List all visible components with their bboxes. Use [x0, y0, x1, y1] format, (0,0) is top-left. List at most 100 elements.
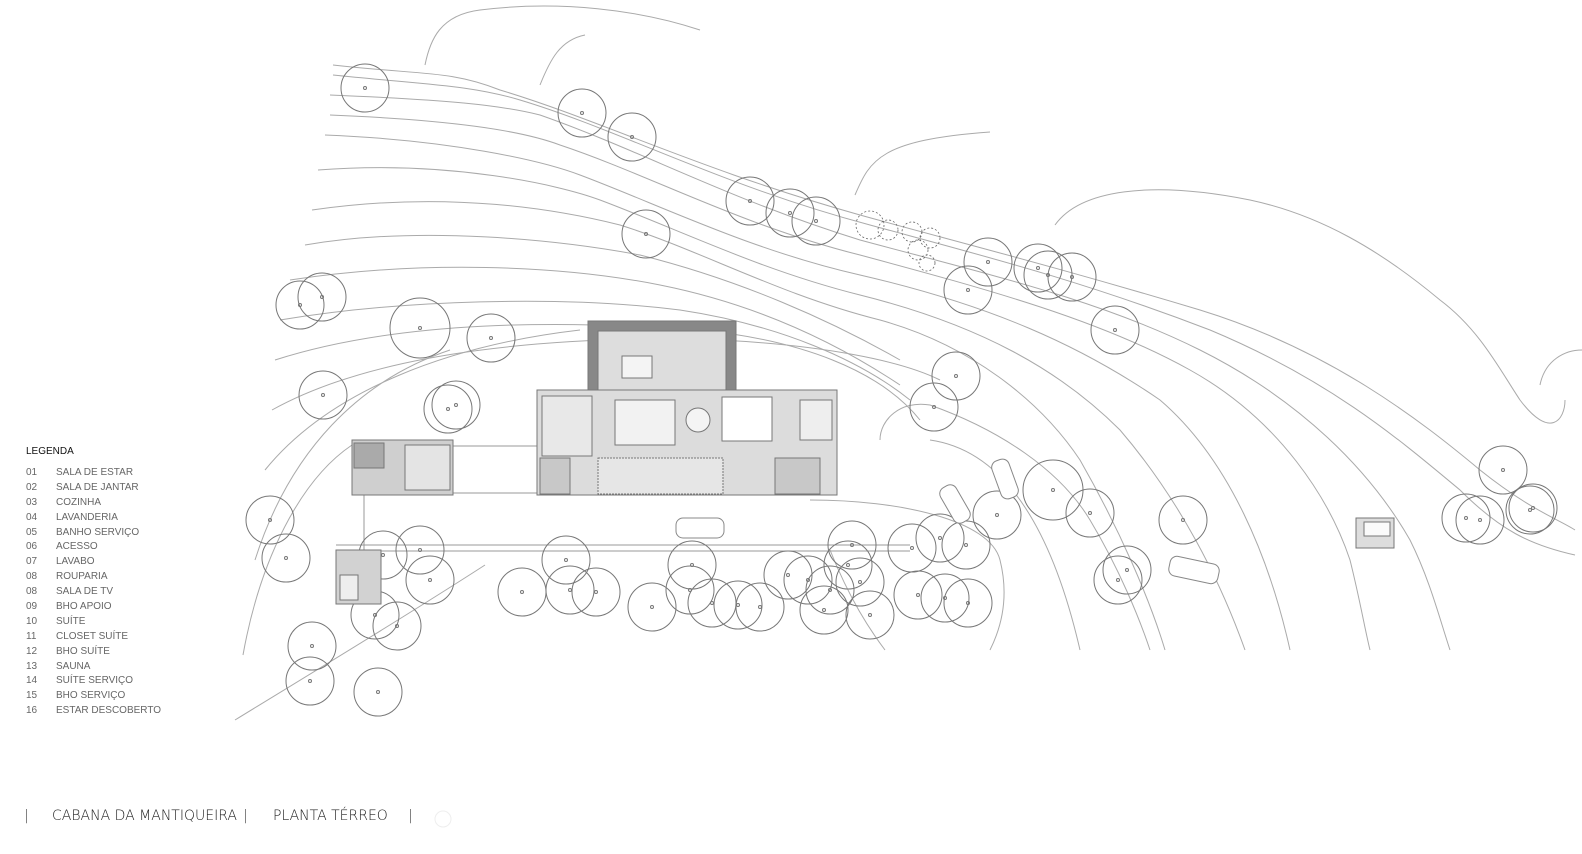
tree-trunk — [758, 605, 762, 609]
legend-item: 08 ROUPARIA — [26, 571, 161, 586]
shrubs — [855, 210, 941, 272]
tree-canopy — [735, 582, 785, 632]
tree-canopy — [963, 237, 1013, 287]
tree-trunk — [376, 690, 380, 694]
legend-number: 07 — [26, 556, 38, 568]
tree-trunk — [564, 558, 568, 562]
tree-trunk — [395, 624, 399, 628]
tree-trunk — [630, 135, 634, 139]
tree-trunk — [910, 546, 914, 550]
legend-title: LEGENDA — [26, 446, 74, 457]
car — [991, 458, 1019, 500]
tree-canopy — [431, 380, 481, 430]
legend-label: SAUNA — [56, 660, 91, 672]
tree-group — [245, 63, 1558, 717]
tree-trunk — [986, 260, 990, 264]
tree-canopy — [607, 112, 657, 162]
tree-trunk — [489, 336, 493, 340]
tree-canopy — [845, 590, 895, 640]
tree-canopy — [275, 280, 325, 330]
tree-trunk — [828, 588, 832, 592]
tree-canopy — [1478, 445, 1528, 495]
tree-canopy — [972, 490, 1022, 540]
tree-trunk — [1478, 518, 1482, 522]
legend-number: 11 — [26, 630, 37, 642]
legend-label: SALA DE JANTAR — [56, 481, 139, 493]
tree-canopy — [893, 570, 943, 620]
tree-trunk — [1181, 518, 1185, 522]
tree-trunk — [846, 563, 850, 567]
tree-trunk — [710, 601, 714, 605]
legend-number: 13 — [26, 660, 38, 672]
tree-trunk — [1036, 266, 1040, 270]
tree-canopy — [340, 63, 390, 113]
tree-trunk — [786, 573, 790, 577]
legend-label: BANHO SERVIÇO — [56, 526, 140, 538]
tree-trunk — [446, 407, 450, 411]
tree-trunk — [363, 86, 367, 90]
separator: | — [408, 808, 413, 824]
tree-trunk — [814, 219, 818, 223]
tree-canopy — [941, 520, 991, 570]
tree-canopy — [557, 88, 607, 138]
tree-trunk — [1464, 516, 1468, 520]
tree-trunk — [428, 578, 432, 582]
tree-canopy — [1022, 459, 1084, 521]
tree-trunk — [822, 608, 826, 612]
shed-building — [1355, 517, 1395, 549]
legend-label: ESTAR DESCOBERTO — [56, 705, 162, 717]
legend-number: 03 — [26, 496, 38, 508]
tree-canopy — [835, 557, 885, 607]
legend-item: 07 LAVABO — [26, 556, 161, 571]
tree-canopy — [261, 533, 311, 583]
tree-canopy — [389, 297, 451, 359]
tree-canopy — [823, 540, 873, 590]
tree-trunk — [310, 644, 314, 648]
legend-number: 08 — [26, 571, 38, 583]
tree-canopy — [799, 585, 849, 635]
legend-label: BHO SERVIÇO — [56, 690, 126, 702]
legend-label: ROUPARIA — [56, 571, 108, 583]
tree-trunk — [916, 593, 920, 597]
legend-label: LAVABO — [56, 556, 95, 568]
tree-canopy — [1013, 243, 1063, 293]
tree-canopy — [943, 578, 993, 628]
small-building — [335, 549, 382, 605]
car — [939, 484, 971, 524]
legend-number: 08 — [26, 586, 38, 598]
tree-canopy — [909, 382, 959, 432]
tree-canopy — [405, 555, 455, 605]
tree-canopy — [245, 495, 295, 545]
legend-item: 05 BANHO SERVIÇO — [26, 527, 161, 542]
tree-canopy — [353, 667, 403, 717]
tree-canopy — [665, 565, 715, 615]
tree-canopy — [1090, 305, 1140, 355]
north-arrow-icon — [434, 810, 452, 828]
legend-number: 05 — [26, 526, 38, 538]
tree-trunk — [1113, 328, 1117, 332]
legend-number: 06 — [26, 541, 38, 553]
legend-number: 15 — [26, 690, 38, 702]
tree-canopy — [943, 265, 993, 315]
legend-number: 16 — [26, 705, 38, 717]
drawing-title: PLANTA TÉRREO — [273, 808, 388, 824]
tree-trunk — [954, 374, 958, 378]
tree-canopy — [571, 567, 621, 617]
legend-item: 08 SALA DE TV — [26, 586, 161, 601]
tree-trunk — [858, 580, 862, 584]
cars — [675, 458, 1220, 585]
legend-label: SALA DE TV — [56, 586, 114, 598]
tree-trunk — [964, 543, 968, 547]
legend-label: SUÍTE — [56, 615, 86, 627]
tree-canopy — [297, 272, 347, 322]
tree-trunk — [1116, 578, 1120, 582]
legend-label: BHO SUÍTE — [56, 645, 110, 657]
tree-canopy — [1093, 555, 1143, 605]
tree-trunk — [868, 613, 872, 617]
legend-number: 10 — [26, 615, 38, 627]
